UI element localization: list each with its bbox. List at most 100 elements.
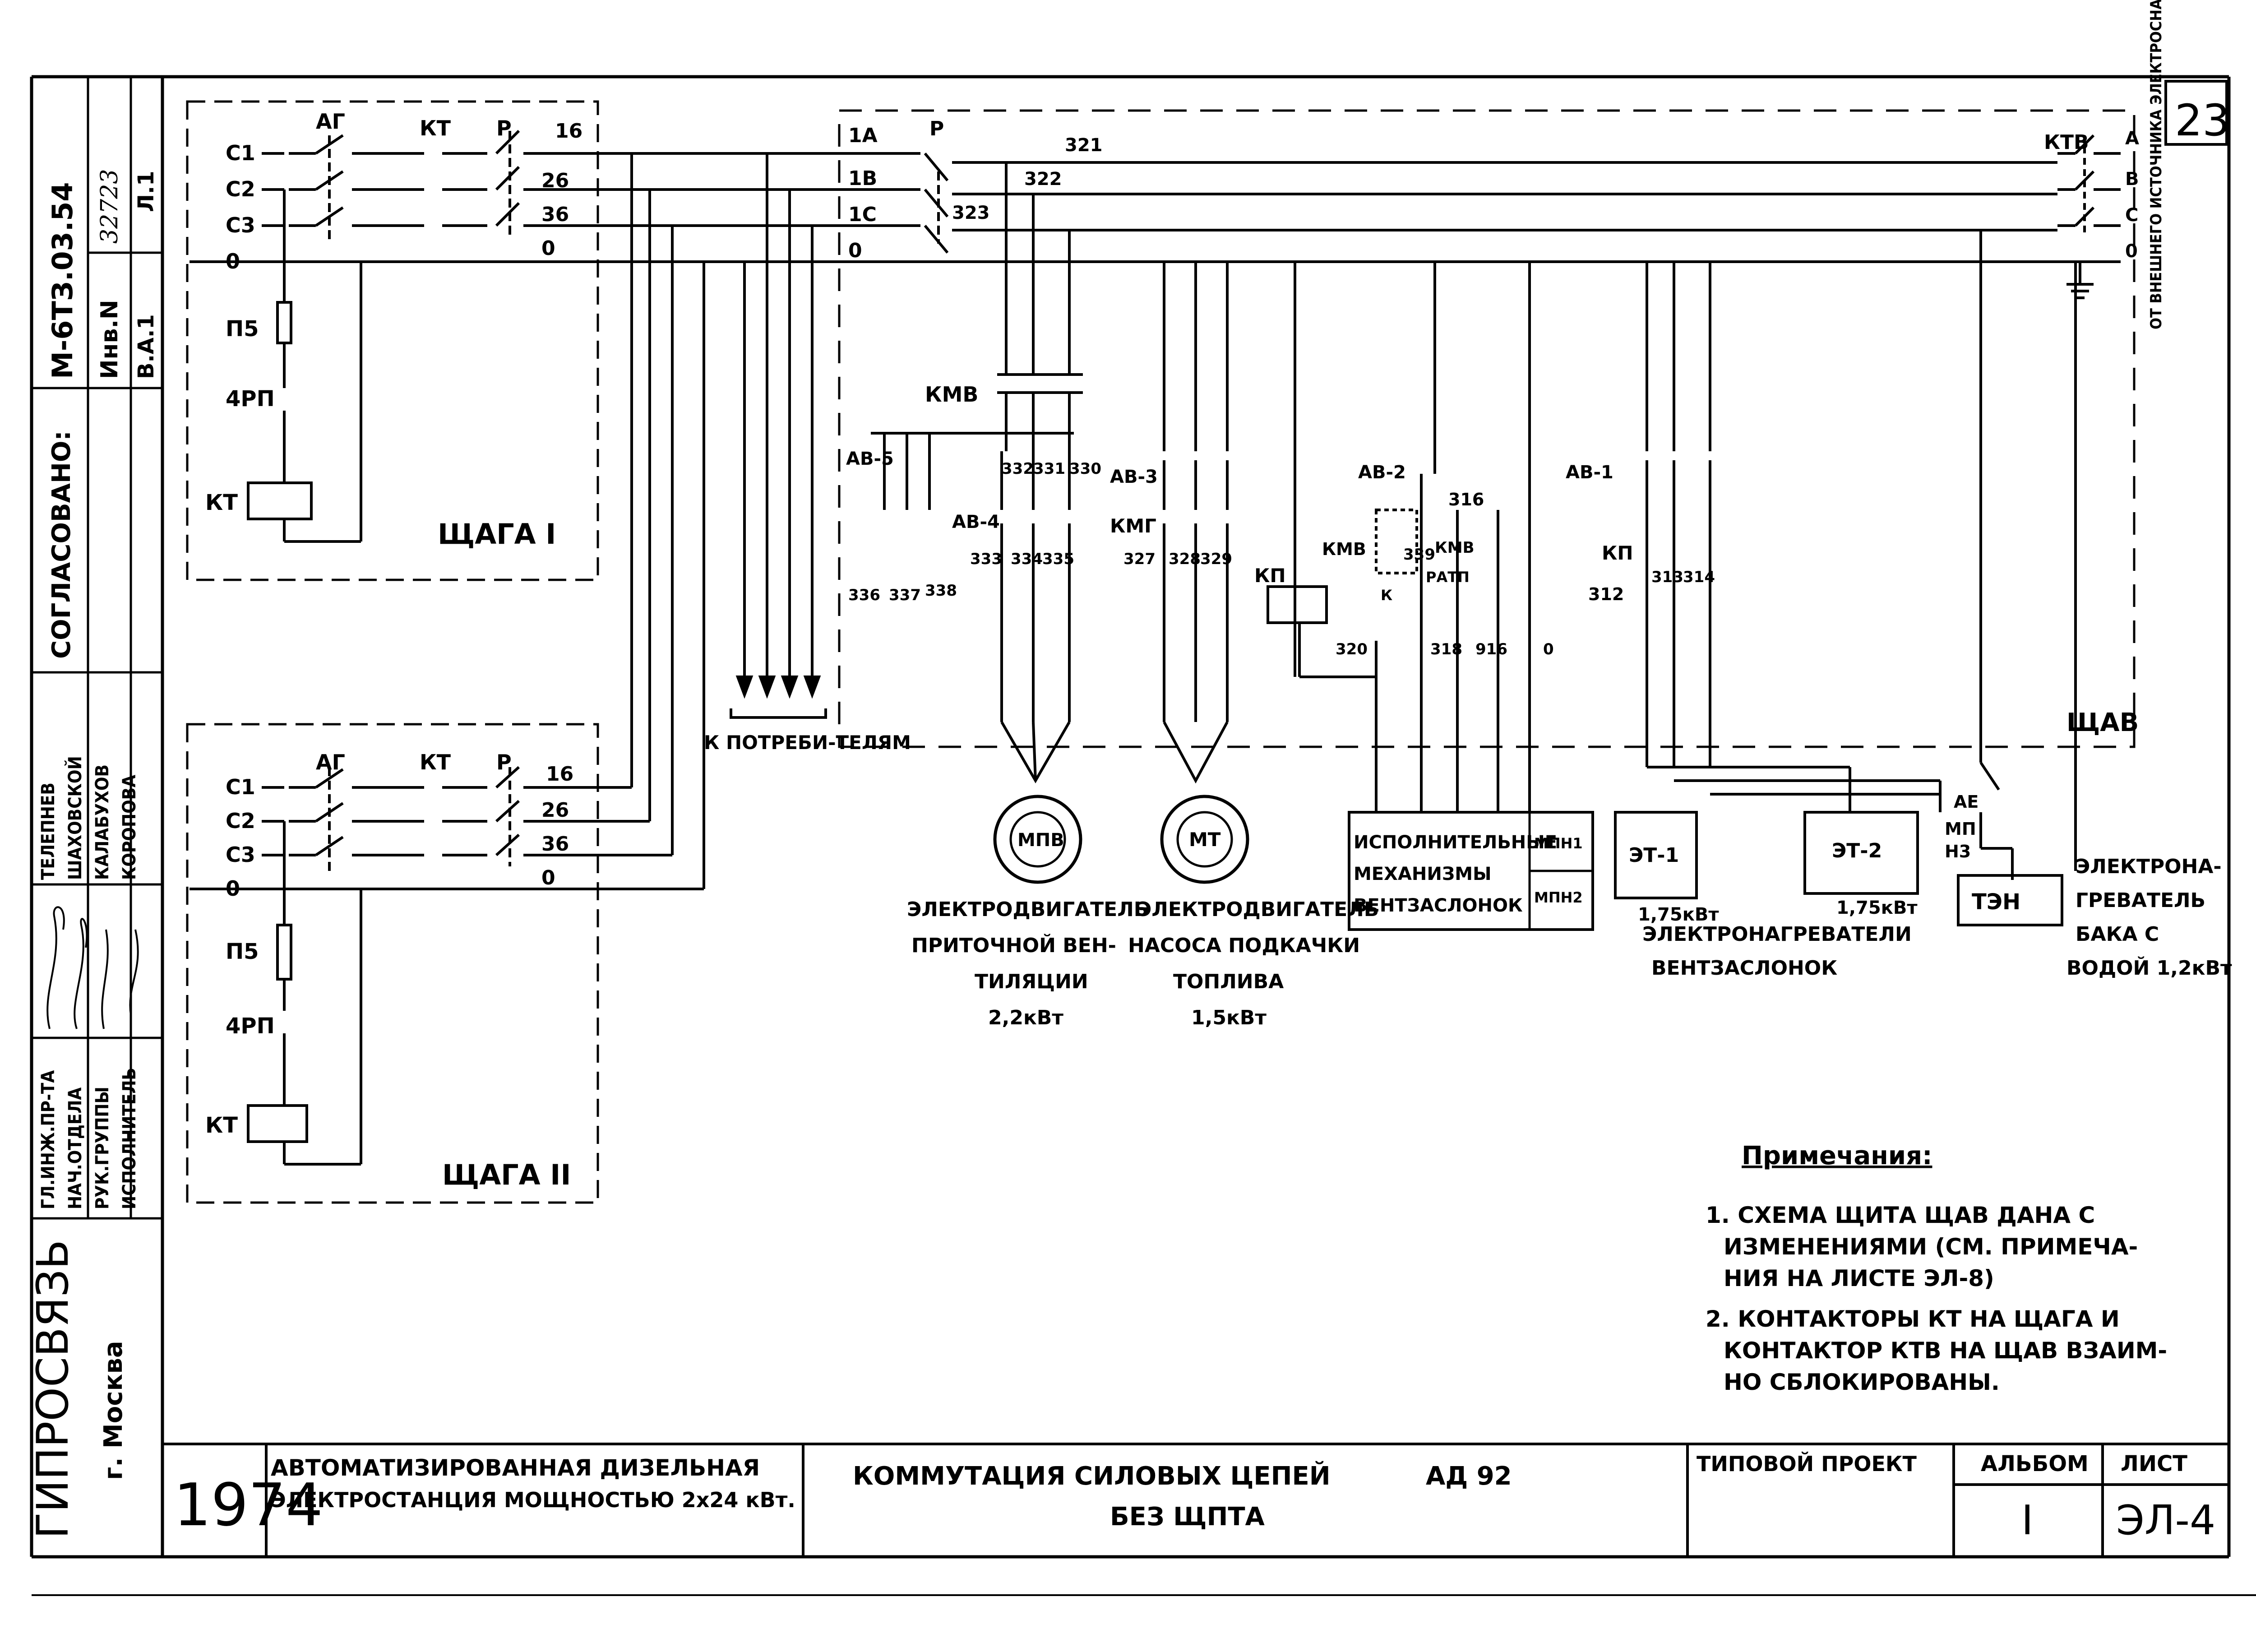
s1-out-26: 26 — [541, 169, 569, 192]
ten-desc-3: БАКА С — [2076, 923, 2159, 946]
drawing-frame — [30, 75, 2256, 1596]
s1-phase-c2: С2 — [226, 177, 255, 201]
tb-album-label: АЛЬБОМ — [1981, 1451, 2089, 1476]
role-2: НАЧ.ОТДЕЛА — [65, 1087, 86, 1209]
ten-label: ТЭН — [1972, 889, 2020, 915]
inv-label: Инв.N — [96, 300, 123, 379]
note-line-1: 1. СХЕМА ЩИТА ЩАВ ДАНА С — [1706, 1202, 2095, 1228]
s1-title: ЩАГА I — [438, 518, 556, 551]
n313: 313 — [1651, 568, 1683, 586]
label-kmv2: КМВ — [1322, 539, 1366, 559]
heaters: ЭТ-1 ЭТ-2 1,75кВт 1,75кВт ЭЛЕКТРОНАГРЕВА… — [1614, 811, 2232, 980]
phase-0: 0 — [2125, 241, 2138, 262]
panel-shchav: 1А 1В 1С 0 Р 321 322 323 КТВ А В С 0 ОТ … — [838, 0, 2165, 880]
n318: 318 — [1430, 640, 1462, 658]
n339: 339 — [1403, 546, 1435, 564]
note-line-3: НИЯ НА ЛИСТЕ ЭЛ-8) — [1724, 1265, 1994, 1291]
motor-mt: МТ ЭЛЕКТРОДВИГАТЕЛЬ НАСОСА ПОДКАЧКИ ТОПЛ… — [1128, 795, 1379, 1029]
n338: 338 — [925, 582, 957, 600]
et2-power: 1,75кВт — [1836, 898, 1918, 918]
n316: 316 — [1448, 490, 1484, 509]
label-mp: МП — [1945, 819, 1976, 839]
label-ae: АЕ — [1954, 792, 1979, 812]
wire-322: 322 — [1024, 169, 1062, 190]
label-av4: АВ-4 — [952, 512, 1000, 532]
name-2: ШАХОВСКОЙ — [64, 756, 86, 880]
et1-label: ЭТ-1 — [1629, 844, 1679, 867]
mt-desc-4: 1,5кВт — [1191, 1006, 1267, 1029]
org-name: ГИПРОСВЯЗЬ — [28, 1240, 78, 1539]
tb-sheet-label: ЛИСТ — [2121, 1451, 2187, 1476]
s1-kt: КТ — [420, 116, 451, 140]
s2-kt: КТ — [420, 750, 451, 774]
n333: 333 — [970, 550, 1002, 568]
heaters-desc-1: ЭЛЕКТРОНАГРЕВАТЕЛИ — [1642, 923, 1912, 946]
actuators-l1: ИСПОЛНИТЕЛЬНЫЕ — [1354, 832, 1557, 853]
s1-phase-c3: С3 — [226, 213, 255, 237]
n334: 334 — [1011, 550, 1043, 568]
phase-c: С — [2125, 205, 2138, 226]
label-kmg: КМГ — [1110, 515, 1156, 537]
label-av5: АВ-5 — [846, 449, 894, 469]
role-3: РУК.ГРУППЫ — [92, 1087, 113, 1209]
s2-ag: АГ — [316, 750, 345, 774]
label-ratp: РАТП — [1426, 569, 1470, 586]
mt-label: МТ — [1189, 828, 1221, 851]
role-4: ИСПОЛНИТЕЛЬ — [119, 1068, 140, 1209]
s2-out-16: 16 — [546, 763, 573, 786]
s2-fuse: П5 — [226, 939, 259, 964]
s2-r: Р — [496, 750, 512, 774]
mpv-desc-3: ТИЛЯЦИИ — [975, 970, 1088, 993]
et2-label: ЭТ-2 — [1832, 839, 1882, 862]
actuators-l3: ВЕНТЗАСЛОНОК — [1354, 895, 1523, 916]
n327: 327 — [1123, 550, 1156, 568]
shchav-in-0: 0 — [848, 239, 862, 262]
s1-coil: КТ — [205, 490, 238, 515]
n0: 0 — [1543, 640, 1554, 658]
sheet-a1: Л.1 — [134, 171, 159, 213]
s1-r: Р — [496, 116, 512, 140]
s1-out-0: 0 — [541, 237, 555, 260]
role-1: ГЛ.ИНЖ.ПР-ТА — [38, 1070, 59, 1209]
label-av1: АВ-1 — [1566, 462, 1613, 483]
agreed-label: СОГЛАСОВАНО: — [47, 430, 76, 659]
side-stamp-text: М-6ТЗ.03.54 Инв.N 32723 Л.1 В.А.1 СОГЛАС… — [28, 169, 159, 1539]
label-kmv3: КМВ — [1435, 539, 1475, 557]
mt-desc-1: ЭЛЕКТРОДВИГАТЕЛЬ — [1137, 898, 1379, 921]
s1-out-16: 16 — [555, 120, 582, 143]
mt-desc-2: НАСОСА ПОДКАЧКИ — [1128, 934, 1360, 957]
label-av3: АВ-3 — [1110, 467, 1158, 487]
tb-drawing-code: АД 92 — [1426, 1462, 1512, 1491]
n320: 320 — [1336, 640, 1368, 658]
label-av2: АВ-2 — [1358, 462, 1406, 483]
et1-power: 1,75кВт — [1638, 904, 1719, 925]
s1-ag: АГ — [316, 109, 345, 134]
label-k: К — [1381, 587, 1392, 604]
shchav-ktv: КТВ — [2044, 131, 2089, 154]
tb-drawing-l2: БЕЗ ЩПТА — [1110, 1502, 1265, 1532]
mpv-desc-1: ЭЛЕКТРОДВИГАТЕЛЬ — [907, 898, 1149, 921]
shchav-title: ЩАВ — [2066, 708, 2139, 737]
shchav-in-1b: 1В — [848, 167, 877, 190]
notes-title: Примечания: — [1742, 1141, 1932, 1171]
shchav-in-1c: 1С — [848, 203, 877, 226]
mpn2: МПН2 — [1534, 889, 1583, 906]
note-line-4: 2. КОНТАКТОРЫ КТ НА ЩАГА И — [1706, 1306, 2120, 1332]
ten-desc-2: ГРЕВАТЕЛЬ — [2076, 889, 2205, 912]
name-1: ТЕЛЕПНЕВ — [38, 782, 59, 880]
side-stamp — [32, 77, 162, 1220]
sheet-number-box: 23 — [2164, 80, 2230, 146]
s2-out-36: 36 — [541, 833, 569, 856]
mt-desc-3: ТОПЛИВА — [1173, 970, 1284, 993]
phase-b: В — [2125, 169, 2139, 190]
n314: 314 — [1683, 568, 1715, 586]
n312: 312 — [1588, 584, 1624, 604]
sheet-va1: В.А.1 — [134, 314, 159, 379]
consumers-label: К ПОТРЕБИ-ТЕЛЯМ — [704, 731, 911, 754]
n916: 916 — [1475, 640, 1507, 658]
n335: 335 — [1042, 550, 1074, 568]
n330: 330 — [1069, 460, 1101, 478]
tb-typical-label: ТИПОВОЙ ПРОЕКТ — [1697, 1452, 1917, 1476]
label-kmv: КМВ — [925, 382, 978, 407]
note-line-6: НО СБЛОКИРОВАНЫ. — [1724, 1369, 2000, 1395]
